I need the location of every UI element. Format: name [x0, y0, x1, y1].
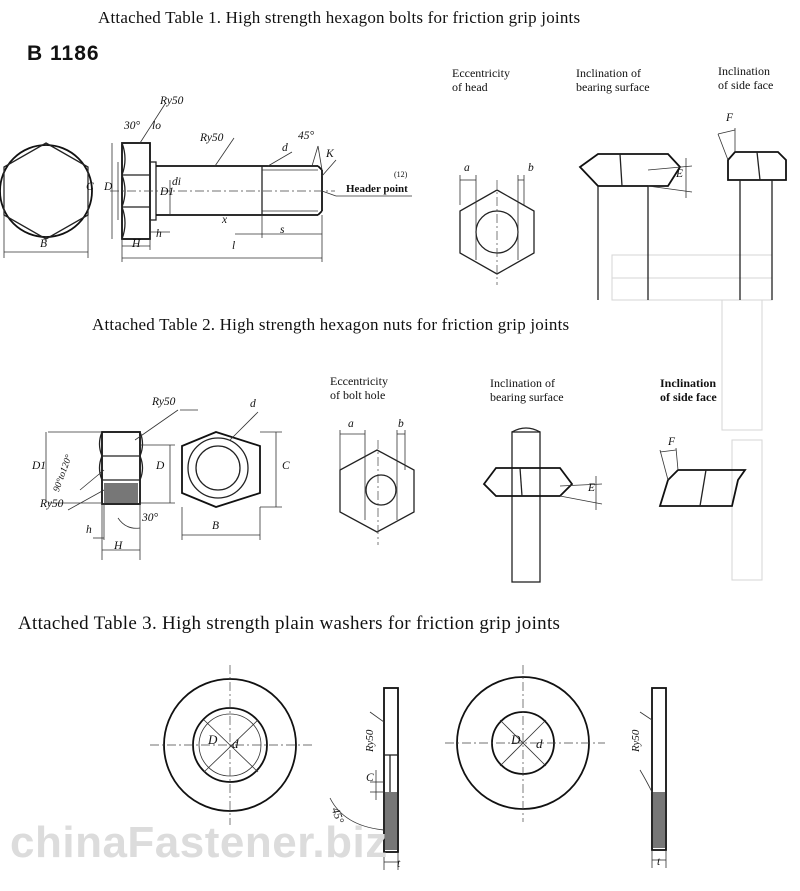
bolt-side-face-inclination-view [717, 128, 787, 300]
washer-1-label-d-outer: D [208, 732, 218, 747]
caption-line: of bolt hole [330, 388, 386, 402]
washer-2-label-t: t [657, 856, 661, 868]
bolt-label-d: d [282, 142, 288, 154]
nut-label-hcap: H [114, 540, 123, 552]
washer-1-label-c: C [366, 772, 374, 784]
bolt-eccentricity-caption: Eccentricity of head [452, 66, 510, 94]
bolt-label-dd: D [104, 181, 113, 193]
ghost-background-table [611, 254, 773, 581]
washer-1-label-t: t [397, 858, 401, 870]
nut-ecc-label-a: a [348, 418, 354, 430]
nut-label-ry2: Ry50 [40, 498, 64, 510]
washer-1-face-view [150, 665, 312, 825]
header-point-note: (12) [394, 170, 408, 179]
caption-line: Eccentricity [330, 374, 388, 388]
nut-eccentricity-view [339, 430, 415, 545]
bolt-label-e: E [676, 168, 684, 180]
nut-top-view [181, 411, 282, 540]
standard-code: B 1186 [27, 42, 100, 65]
nut-bearing-inclination-view [482, 427, 603, 583]
washer-1-label-ry: Ry50 [364, 729, 376, 752]
bolt-label-h: h [156, 228, 162, 240]
nut-side-view [45, 409, 198, 560]
nut-label-b: B [212, 520, 220, 532]
bolt-label-ry1: Ry50 [160, 95, 184, 107]
bolt-label-45: 45° [298, 130, 315, 142]
bolt-label-s: s [280, 224, 285, 236]
caption-line: Inclination [718, 64, 770, 78]
caption-line: of head [452, 80, 488, 94]
bolt-label-x: x [222, 214, 228, 226]
washer-2-section-view [639, 687, 667, 868]
caption-line: Eccentricity [452, 66, 510, 80]
bolt-ecc-label-a: a [464, 162, 470, 174]
bolt-label-c: C [86, 181, 94, 193]
table-3-title: Attached Table 3. High strength plain wa… [18, 613, 561, 634]
bolt-label-ry2: Ry50 [200, 132, 224, 144]
washer-2-label-d-outer: D [511, 732, 521, 747]
bolt-bearing-inclination-view [578, 153, 693, 300]
caption-line: Inclination of [576, 66, 641, 80]
caption-line: Inclination of [490, 376, 555, 390]
washer-2-face-view [445, 665, 605, 822]
nut-label-d: d [250, 398, 256, 410]
nut-label-d1: D1 [32, 460, 47, 472]
bolt-label-d1: D1 [160, 186, 175, 198]
bolt-bearing-caption: Inclination of bearing surface [576, 66, 650, 94]
caption-line: of side face [718, 78, 774, 92]
bolt-label-30: 30° [124, 120, 141, 132]
bolt-label-h-cap: H [132, 238, 141, 250]
nut-label-c: C [282, 460, 290, 472]
bolt-label-f: F [726, 112, 734, 124]
bolt-eccentricity-view [459, 175, 535, 285]
bolt-label-lo: lo [152, 120, 161, 132]
nut-eccentricity-caption: Eccentricity of bolt hole [330, 374, 388, 402]
nut-label-e: E [588, 482, 596, 494]
bolt-label-b: B [40, 238, 48, 250]
bolt-ecc-label-b: b [528, 162, 534, 174]
nut-bearing-caption: Inclination of bearing surface [490, 376, 564, 404]
bolt-side-view [110, 103, 412, 262]
nut-label-ry1: Ry50 [152, 396, 176, 408]
caption-line: of side face [660, 390, 717, 404]
caption-line: bearing surface [490, 390, 564, 404]
watermark: chinaFastener.biz [10, 818, 388, 867]
bolt-label-l: l [232, 240, 236, 252]
bolt-side-face-caption: Inclination of side face [718, 64, 773, 92]
nut-label-h: h [86, 524, 92, 536]
nut-ecc-label-b: b [398, 418, 404, 430]
washer-1-label-d-inner: d [232, 736, 239, 751]
bolt-head-end-view [0, 142, 93, 258]
caption-line: Inclination [660, 376, 717, 390]
washer-2-label-d-inner: d [536, 736, 543, 751]
header-point-label: Header point [346, 183, 408, 195]
nut-side-face-inclination-view [658, 447, 747, 507]
table-2-title: Attached Table 2. High strength hexagon … [92, 315, 570, 334]
nut-label-f: F [668, 436, 676, 448]
washer-1-section-view [329, 687, 399, 870]
washer-2-label-ry: Ry50 [630, 729, 642, 752]
table-1-title: Attached Table 1. High strength hexagon … [98, 8, 581, 27]
nut-side-face-caption: Inclination of side face [660, 376, 717, 404]
bolt-label-k: K [326, 148, 334, 160]
bolt-label-di: di [172, 176, 181, 188]
nut-label-30: 30° [142, 512, 159, 524]
nut-label-dd: D [156, 460, 165, 472]
caption-line: bearing surface [576, 80, 650, 94]
